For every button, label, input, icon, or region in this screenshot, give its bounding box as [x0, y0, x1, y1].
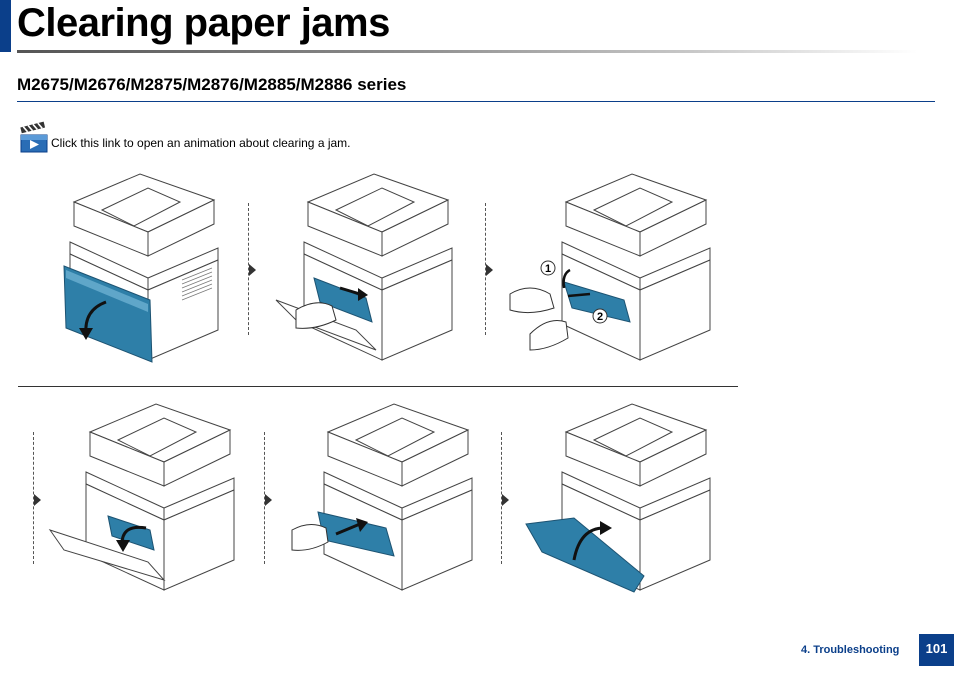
- triangle-right-icon: [265, 494, 272, 506]
- triangle-right-icon: [249, 264, 256, 276]
- step-5-illustration: [291, 403, 473, 591]
- footer-chapter: 4. Troubleshooting: [801, 644, 900, 656]
- step-3-illustration: 1 2: [509, 173, 711, 361]
- triangle-right-icon: [34, 494, 41, 506]
- page-number: 101: [919, 634, 954, 666]
- step-separator: [501, 432, 502, 564]
- step-separator: [33, 432, 34, 564]
- step-separator: [248, 203, 249, 335]
- step-6-illustration: [525, 403, 711, 593]
- animation-link[interactable]: Click this link to open an animation abo…: [51, 136, 351, 150]
- title-accent-bar: [0, 0, 11, 52]
- step-separator: [264, 432, 265, 564]
- title-underline: [17, 50, 917, 53]
- page-title: Clearing paper jams: [17, 1, 390, 45]
- step-4-illustration: [48, 403, 235, 591]
- callout-1: 1: [545, 263, 551, 275]
- triangle-right-icon: [486, 264, 493, 276]
- video-clapper-icon[interactable]: [19, 121, 48, 154]
- row-separator: [18, 386, 738, 387]
- section-underline: [17, 101, 935, 102]
- step-1-illustration: [63, 173, 219, 363]
- section-heading: M2675/M2676/M2875/M2876/M2885/M2886 seri…: [17, 75, 407, 94]
- step-2-illustration: [275, 173, 453, 361]
- triangle-right-icon: [502, 494, 509, 506]
- step-separator: [485, 203, 486, 335]
- callout-2: 2: [597, 311, 603, 323]
